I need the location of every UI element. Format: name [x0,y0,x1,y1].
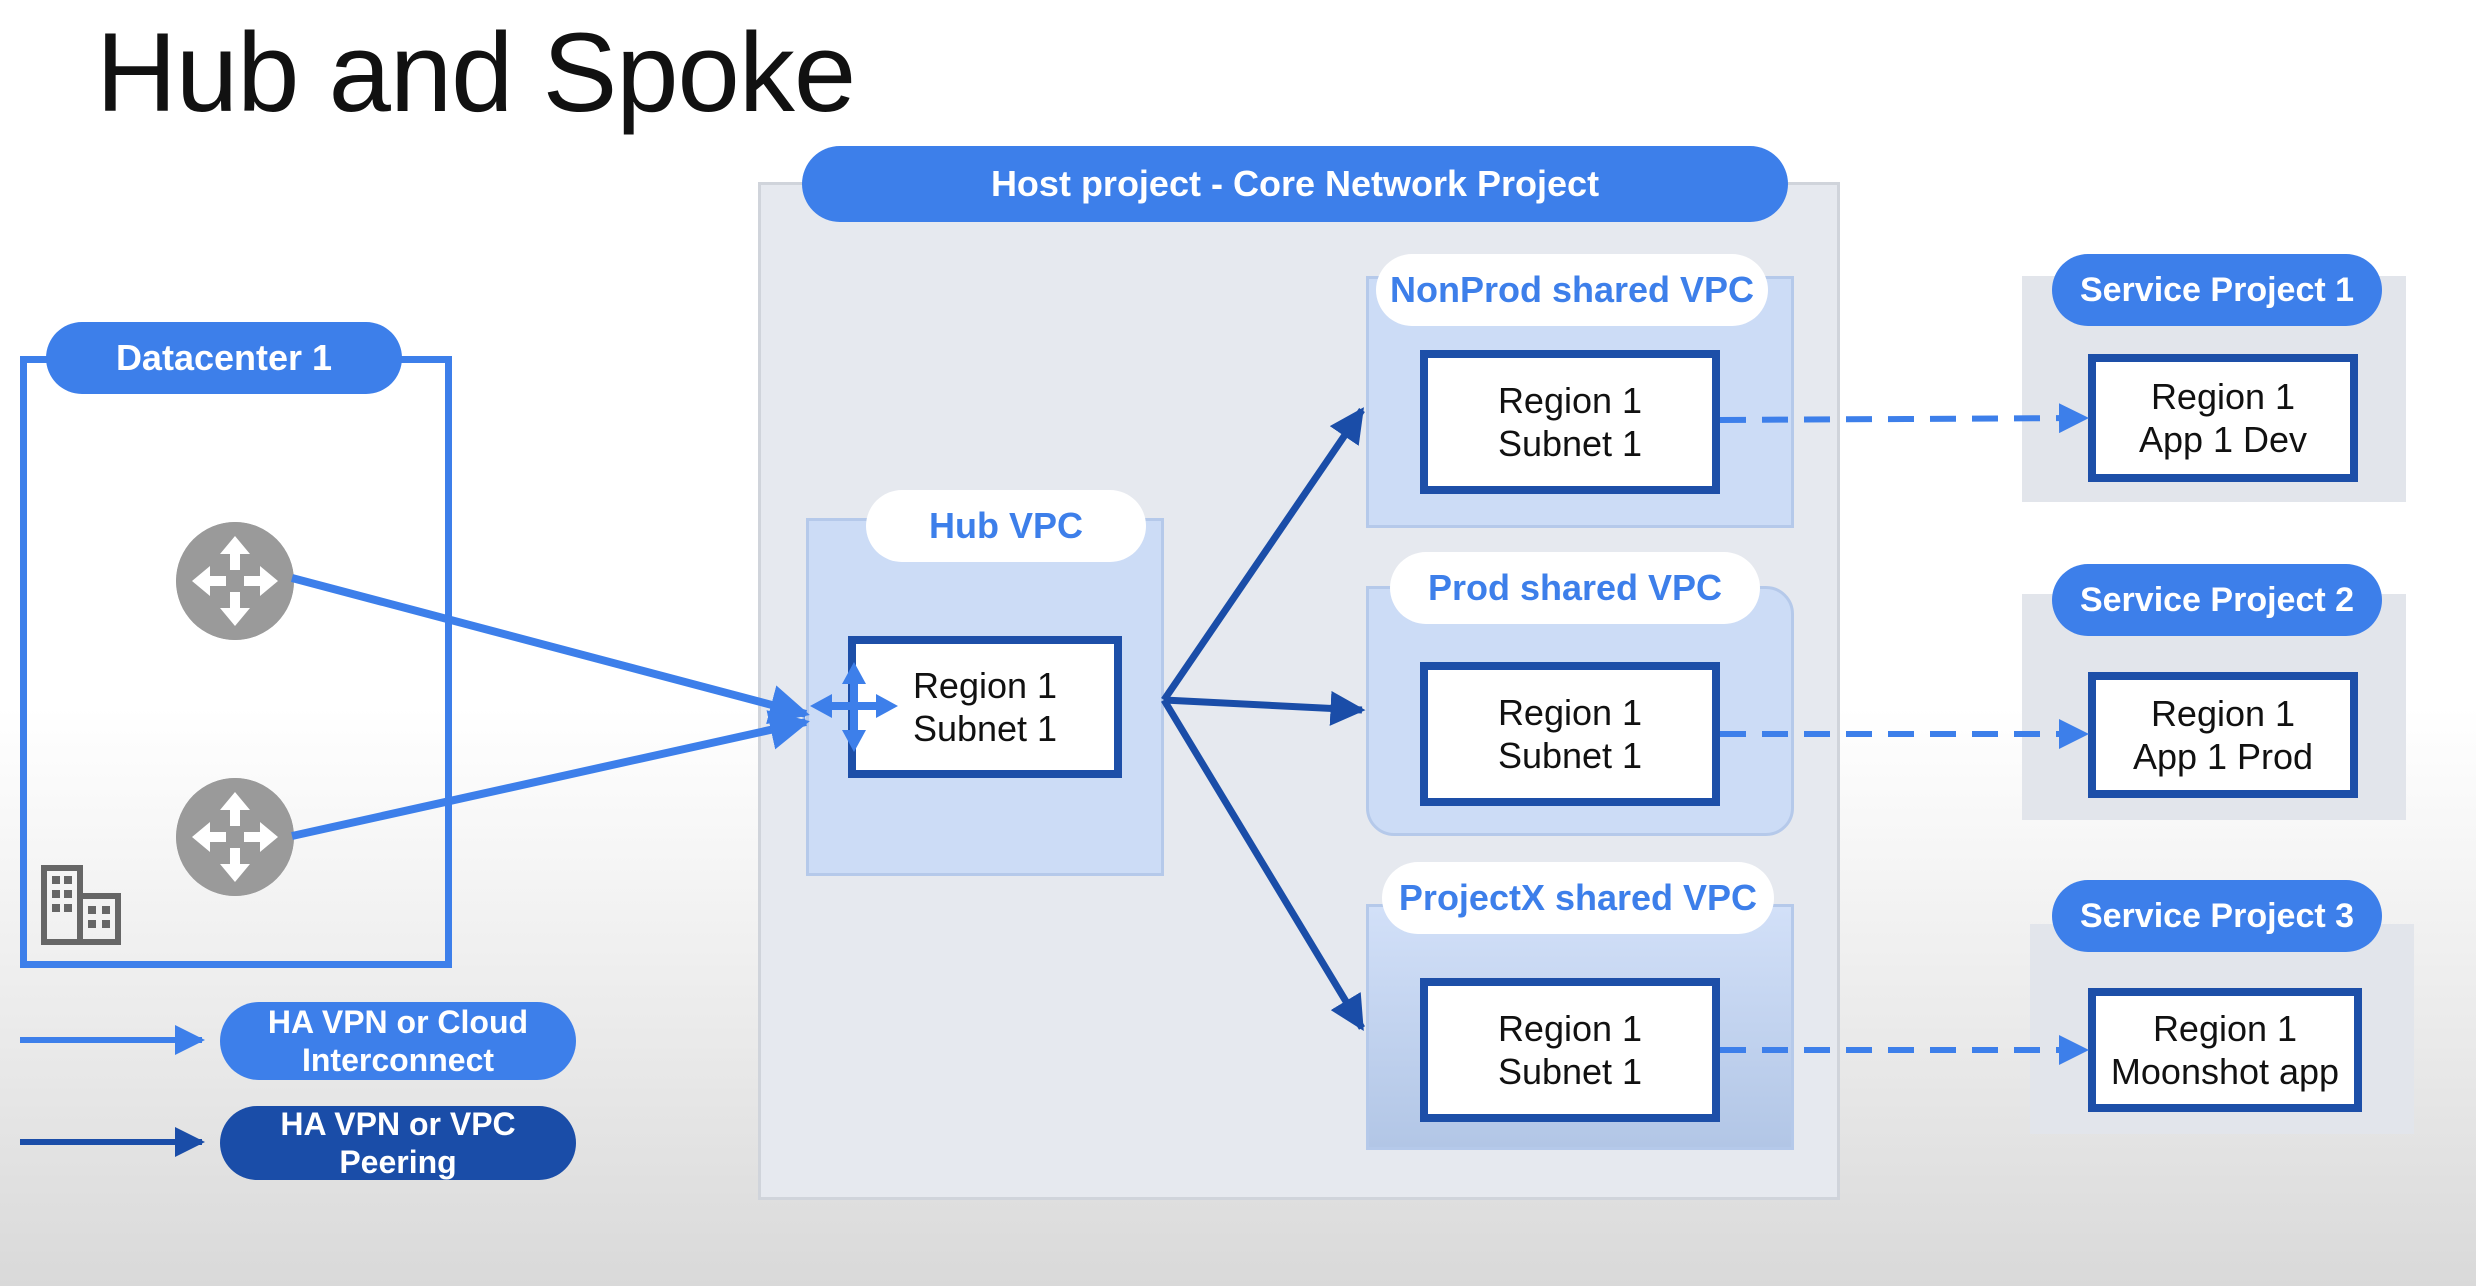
service-project-3-app-box: Region 1 Moonshot app [2088,988,2362,1112]
connector-hub-projectx [1161,698,1365,1031]
projectx-subnet-name: Subnet 1 [1497,1051,1643,1092]
router-icon [176,522,294,640]
service-project-2-app-box: Region 1 App 1 Prod [2088,672,2358,798]
service-project-3-app: Moonshot app [2110,1051,2340,1092]
prod-subnet-box: Region 1 Subnet 1 [1420,662,1720,806]
hub-subnet-region: Region 1 [912,664,1058,706]
service-project-1-region: Region 1 [2150,375,2296,417]
service-project-2-app: App 1 Prod [2132,736,2314,777]
datacenter-label: Datacenter 1 [46,322,402,394]
connector-router2-hub [291,710,810,840]
service-project-1-label: Service Project 1 [2052,254,2382,326]
service-project-1-app-box: Region 1 App 1 Dev [2088,354,2358,482]
connector-nonprod-svc1 [1719,403,2089,434]
connector-hub-nonprod [1161,407,1365,702]
prod-subnet-name: Subnet 1 [1497,735,1643,776]
page-title: Hub and Spoke [96,10,856,135]
legend-2-line-2: Peering [339,1144,457,1180]
nonprod-subnet-name: Subnet 1 [1497,423,1643,464]
service-project-3-region: Region 1 [2152,1007,2298,1049]
projectx-subnet-box: Region 1 Subnet 1 [1420,978,1720,1122]
host-project-label: Host project - Core Network Project [802,146,1788,222]
prod-subnet-region: Region 1 [1497,691,1643,733]
connector-hub-prod [1163,690,1366,726]
legend-vpc-peering-label: HA VPN or VPC Peering [220,1106,576,1180]
legend-1-line-2: Interconnect [301,1042,495,1078]
hub-subnet-name: Subnet 1 [912,708,1058,749]
prod-vpc-label: Prod shared VPC [1390,552,1760,624]
projectx-vpc-label: ProjectX shared VPC [1382,862,1774,934]
service-project-2-label: Service Project 2 [2052,564,2382,636]
service-project-1-app: App 1 Dev [2138,419,2308,460]
building-icon [41,865,121,945]
hub-router-icon [810,662,898,752]
service-project-2-region: Region 1 [2150,692,2296,734]
router-icon [176,778,294,896]
hub-vpc-label: Hub VPC [866,490,1146,562]
connector-router1-hub [290,574,810,725]
legend-1-line-1: HA VPN or Cloud [267,1003,529,1040]
nonprod-subnet-box: Region 1 Subnet 1 [1420,350,1720,494]
legend-2-line-1: HA VPN or VPC [280,1105,516,1142]
nonprod-subnet-region: Region 1 [1497,379,1643,421]
legend-cloud-interconnect-label: HA VPN or Cloud Interconnect [220,1002,576,1080]
nonprod-vpc-label: NonProd shared VPC [1376,254,1768,326]
service-project-3-label: Service Project 3 [2052,880,2382,952]
projectx-subnet-region: Region 1 [1497,1007,1643,1049]
